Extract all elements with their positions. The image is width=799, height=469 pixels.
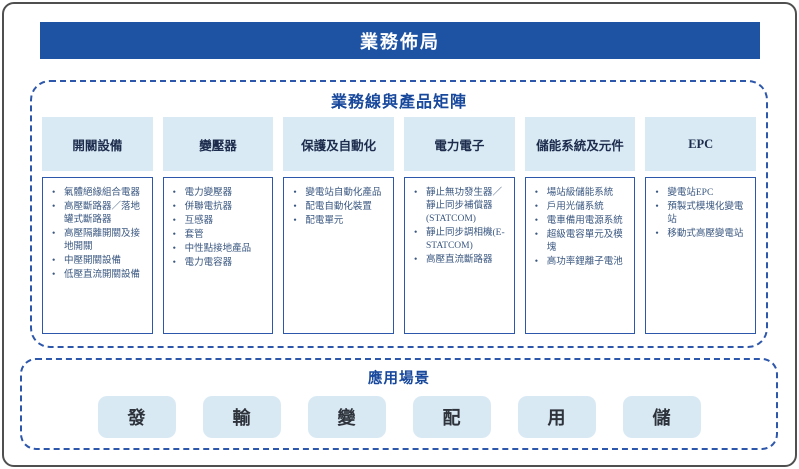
scenario-box: 變: [307, 396, 386, 438]
product-matrix-section: 業務線與產品矩陣 開關設備 氣體絕緣組合電器 高壓斷路器／落地罐式斷路器 高壓隔…: [30, 80, 768, 348]
product-item: 電車備用電源系統: [528, 215, 630, 228]
page-title: 業務佈局: [360, 31, 440, 52]
product-item-list: 靜止無功發生器／靜止同步補償器(STATCOM) 靜止同步調相機(E-STATC…: [407, 187, 509, 267]
scenarios-section-title: 應用場景: [368, 371, 430, 387]
scenario-box: 發: [97, 396, 176, 438]
product-item: 併聯電抗器: [166, 201, 268, 214]
matrix-columns: 開關設備 氣體絕緣組合電器 高壓斷路器／落地罐式斷路器 高壓隔離開關及接地開關 …: [42, 117, 757, 334]
column-items-box: 變電站EPC 預製式模塊化變電站 移動式高壓變電站: [645, 177, 757, 334]
scenario-box: 輸: [202, 396, 281, 438]
product-item-list: 變電站EPC 預製式模塊化變電站 移動式高壓變電站: [648, 187, 750, 241]
column-header: 開關設備: [42, 117, 153, 171]
column-header: 保護及自動化: [283, 117, 395, 171]
product-item: 氣體絕緣組合電器: [45, 187, 147, 200]
product-item: 中壓開關設備: [45, 255, 147, 268]
product-item: 電力電容器: [166, 257, 268, 270]
header-bar: 業務佈局: [40, 22, 760, 59]
product-item: 靜止同步調相機(E-STATCOM): [407, 227, 509, 253]
column-items-box: 氣體絕緣組合電器 高壓斷路器／落地罐式斷路器 高壓隔離開關及接地開關 中壓開關設…: [42, 177, 153, 334]
product-item: 套管: [166, 229, 268, 242]
product-item: 超級電容單元及模塊: [528, 229, 630, 255]
product-item: 預製式模塊化變電站: [648, 201, 750, 227]
matrix-column: 儲能系統及元件 場站級儲能系統 戶用光儲系統 電車備用電源系統 超級電容單元及模…: [524, 117, 636, 334]
product-item-list: 氣體絕緣組合電器 高壓斷路器／落地罐式斷路器 高壓隔離開關及接地開關 中壓開關設…: [45, 187, 147, 282]
product-item: 高功率鋰離子電池: [528, 256, 630, 269]
product-item: 移動式高壓變電站: [648, 228, 750, 241]
product-item: 中性點接地產品: [166, 243, 268, 256]
scenario-box: 用: [517, 396, 596, 438]
product-item: 互感器: [166, 215, 268, 228]
column-items-box: 變電站自動化產品 配電自動化裝置 配電單元: [283, 177, 395, 334]
product-item: 戶用光儲系統: [528, 201, 630, 214]
column-items-box: 電力變壓器 併聯電抗器 互感器 套管 中性點接地產品 電力電容器: [162, 177, 274, 334]
matrix-column: 變壓器 電力變壓器 併聯電抗器 互感器 套管: [162, 117, 274, 334]
product-item: 靜止無功發生器／靜止同步補償器(STATCOM): [407, 187, 509, 226]
column-header: 儲能系統及元件: [524, 117, 636, 171]
product-item: 電力變壓器: [166, 187, 268, 200]
product-item-list: 變電站自動化產品 配電自動化裝置 配電單元: [286, 187, 388, 228]
product-item: 配電自動化裝置: [286, 201, 388, 214]
matrix-section-title: 業務線與產品矩陣: [330, 94, 467, 111]
column-items-box: 靜止無功發生器／靜止同步補償器(STATCOM) 靜止同步調相機(E-STATC…: [404, 177, 515, 334]
scenario-box: 儲: [622, 396, 701, 438]
product-item: 高壓隔離開關及接地開關: [45, 228, 147, 254]
scenario-box: 配: [412, 396, 491, 438]
column-header: 變壓器: [162, 117, 274, 171]
product-item: 場站級儲能系統: [528, 187, 630, 200]
product-item: 低壓直流開關設備: [45, 269, 147, 282]
product-item: 變電站EPC: [648, 187, 750, 200]
matrix-column: 電力電子 靜止無功發生器／靜止同步補償器(STATCOM) 靜止同步調相機(E-…: [404, 117, 515, 334]
product-item: 高壓斷路器／落地罐式斷路器: [45, 201, 147, 227]
matrix-column: 開關設備 氣體絕緣組合電器 高壓斷路器／落地罐式斷路器 高壓隔離開關及接地開關 …: [42, 117, 153, 334]
product-item-list: 電力變壓器 併聯電抗器 互感器 套管 中性點接地產品 電力電容器: [166, 187, 268, 270]
product-item: 變電站自動化產品: [286, 187, 388, 200]
matrix-column: 保護及自動化 變電站自動化產品 配電自動化裝置 配電單元: [283, 117, 395, 334]
scenario-row: 發 輸 變 配 用 儲: [22, 396, 776, 438]
column-header: 電力電子: [404, 117, 515, 171]
application-scenarios-section: 應用場景 發 輸 變 配 用 儲: [20, 358, 778, 450]
column-items-box: 場站級儲能系統 戶用光儲系統 電車備用電源系統 超級電容單元及模塊 高功率鋰離子…: [524, 177, 636, 334]
product-item: 高壓直流斷路器: [407, 254, 509, 267]
product-item: 配電單元: [286, 215, 388, 228]
product-item-list: 場站級儲能系統 戶用光儲系統 電車備用電源系統 超級電容單元及模塊 高功率鋰離子…: [528, 187, 630, 269]
matrix-column: EPC 變電站EPC 預製式模塊化變電站 移動式高壓變電站: [645, 117, 757, 334]
column-header: EPC: [645, 117, 757, 171]
